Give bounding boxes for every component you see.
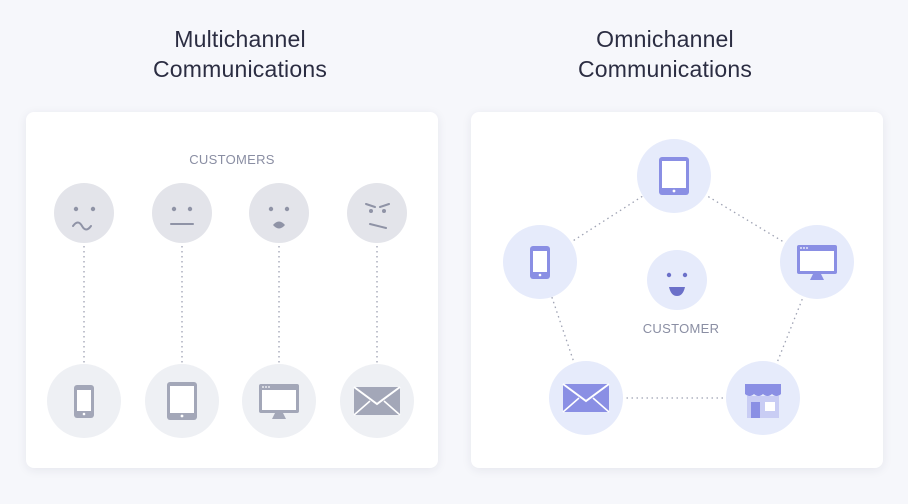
annoyed-face-icon (347, 183, 407, 243)
omnichannel-card: CUSTOMER (471, 112, 883, 468)
multichannel-title-line1: Multichannel (174, 26, 306, 52)
omnichannel-title-line1: Omnichannel (596, 26, 734, 52)
happy-face-icon (647, 250, 707, 310)
multichannel-diagram (47, 183, 414, 438)
neutral-face-icon (152, 183, 212, 243)
omnichannel-title-line2: Communications (577, 56, 753, 82)
mail-icon (340, 364, 414, 438)
phone-icon (47, 364, 121, 438)
confused-face-icon (54, 183, 114, 243)
omnichannel-title: Omnichannel Communications (465, 24, 865, 84)
store-icon (726, 361, 800, 435)
tablet-icon (637, 139, 711, 213)
surprised-face-icon (249, 183, 309, 243)
multichannel-card: CUSTOMERS (26, 112, 438, 468)
multichannel-title: Multichannel Communications (40, 24, 440, 84)
customer-label: CUSTOMER (642, 321, 720, 336)
phone-icon (503, 225, 577, 299)
desktop-icon (780, 225, 854, 299)
tablet-icon (145, 364, 219, 438)
multichannel-title-line2: Communications (152, 56, 328, 82)
mail-icon (549, 361, 623, 435)
desktop-icon (242, 364, 316, 438)
customers-label: CUSTOMERS (189, 152, 275, 167)
omnichannel-diagram (503, 139, 854, 435)
